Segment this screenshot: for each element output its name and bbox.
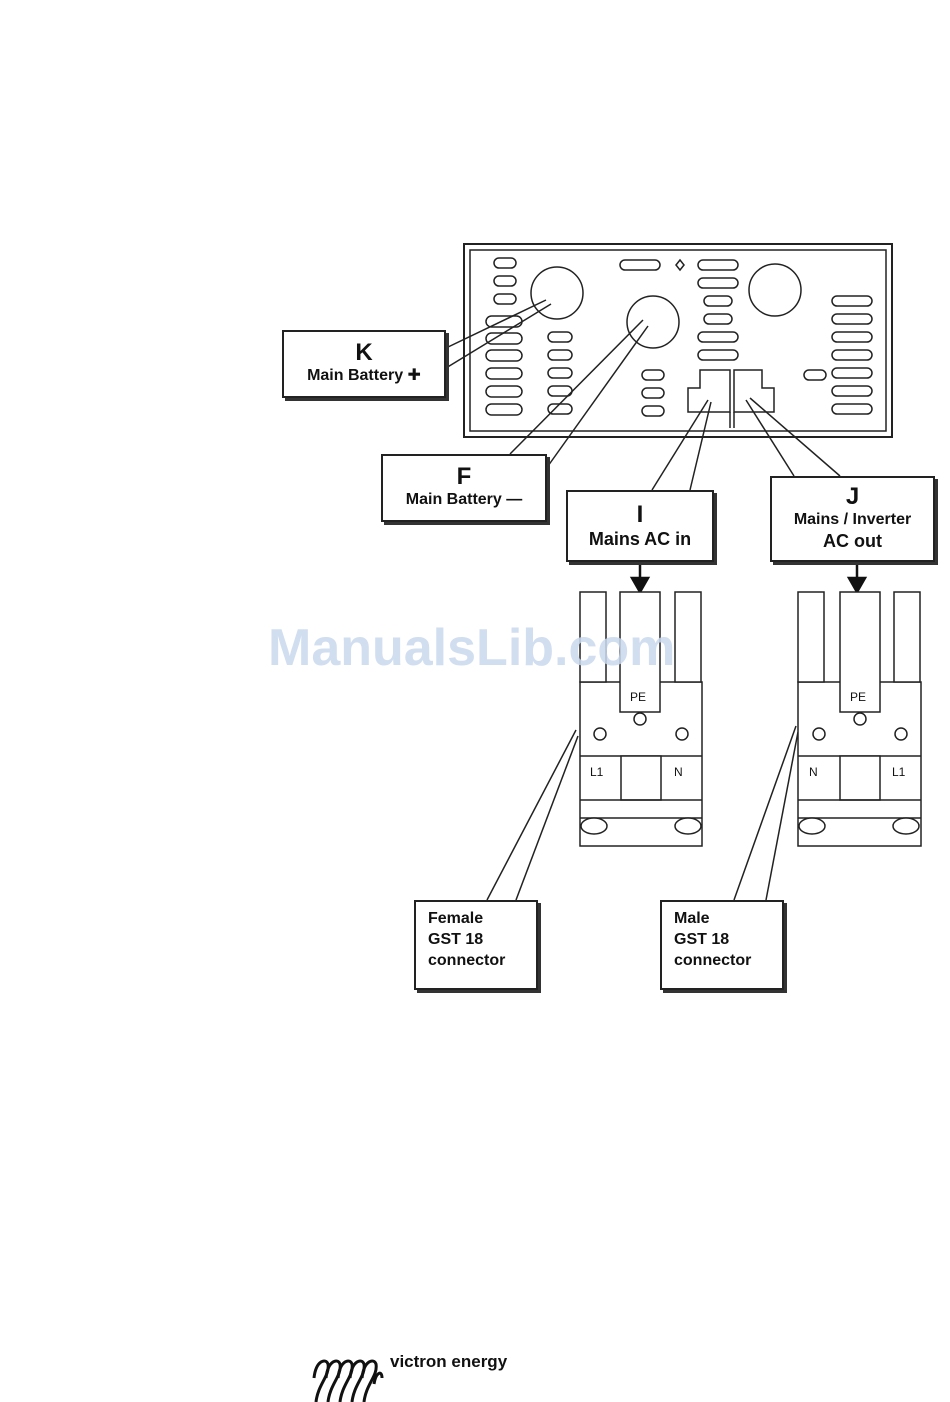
connector-label-line: GST 18 (428, 929, 536, 950)
callout-j-mains-inverter-ac-out: J Mains / Inverter AC out (770, 476, 935, 562)
callout-letter: I (568, 502, 712, 528)
watermark: ManualsLib.com (268, 618, 675, 678)
male-left-pin-label: N (809, 765, 818, 779)
female-connector-label: Female GST 18 connector (414, 900, 538, 990)
connector-label-line: connector (674, 950, 782, 971)
female-pe-label: PE (630, 690, 646, 704)
victron-coil-logo-icon (314, 1361, 382, 1402)
connector-label-line: Female (428, 908, 536, 929)
brand-name: victron energy (390, 1352, 507, 1372)
arrows (632, 562, 865, 592)
connector-label-line: connector (428, 950, 536, 971)
female-left-pin-label: L1 (590, 765, 603, 779)
male-connector (798, 592, 921, 846)
male-connector-label: Male GST 18 connector (660, 900, 784, 990)
callout-k-main-battery-positive: K Main Battery ✚ (282, 330, 446, 398)
callout-f-main-battery-negative: F Main Battery — (381, 454, 547, 522)
device-panel (464, 244, 892, 437)
male-right-pin-label: L1 (892, 765, 905, 779)
connector-label-line: Male (674, 908, 782, 929)
callout-description-line2: AC out (772, 530, 933, 552)
callout-letter: J (772, 484, 933, 510)
callout-letter: K (284, 340, 444, 366)
callout-description-line1: Mains / Inverter (772, 510, 933, 530)
callout-description: Main Battery — (383, 490, 545, 510)
connector-label-line: GST 18 (674, 929, 782, 950)
callout-description: Main Battery ✚ (284, 366, 444, 386)
male-pe-label: PE (850, 690, 866, 704)
callout-letter: F (383, 464, 545, 490)
female-right-pin-label: N (674, 765, 683, 779)
callout-i-mains-ac-in: I Mains AC in (566, 490, 714, 562)
callout-description: Mains AC in (568, 528, 712, 550)
